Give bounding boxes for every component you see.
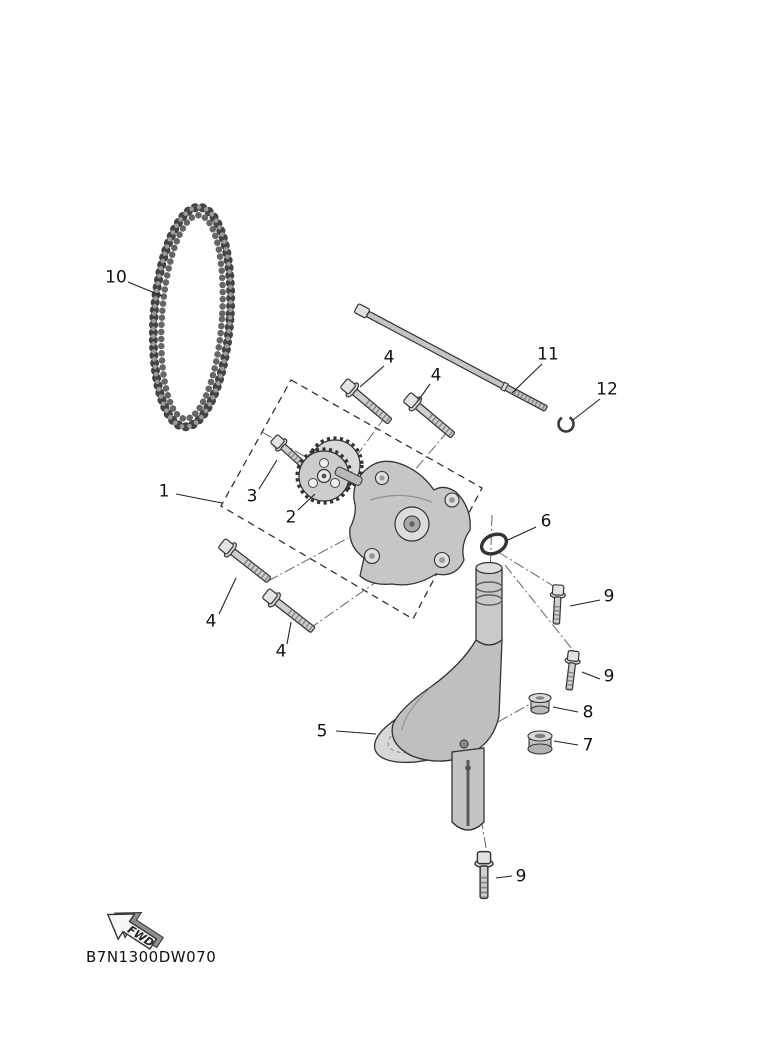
callout-11: 11 xyxy=(537,344,559,365)
flange-bolt-4b xyxy=(401,390,458,442)
o-ring xyxy=(479,532,509,556)
callout-10: 10 xyxy=(105,267,127,288)
callout-12: 12 xyxy=(596,379,618,400)
callout-6: 6 xyxy=(540,511,552,532)
callout-9-middle: 9 xyxy=(603,666,615,687)
callout-4-top-left: 4 xyxy=(383,347,395,368)
plug-8 xyxy=(528,692,552,715)
washer-clip xyxy=(557,415,575,433)
callout-9-bottom: 9 xyxy=(515,866,527,887)
pump-assembly-boundary xyxy=(220,379,483,620)
flange-bolt-4c xyxy=(216,536,274,586)
callout-1: 1 xyxy=(158,481,170,502)
flange-screw-9c xyxy=(475,852,493,899)
grommet-7 xyxy=(527,730,553,755)
callout-8: 8 xyxy=(582,702,594,723)
flange-screw-9a xyxy=(549,585,566,625)
oil-pump-body xyxy=(334,460,471,586)
leader-lines xyxy=(127,281,601,879)
flange-bolt-4a xyxy=(338,376,395,428)
drive-sprocket xyxy=(295,436,364,505)
drawing-number: B7N1300DW070 xyxy=(86,948,217,966)
oil-strainer xyxy=(373,561,503,831)
callout-4-top-right: 4 xyxy=(430,365,442,386)
callout-4-bottom-right: 4 xyxy=(275,641,287,662)
callout-9-upper: 9 xyxy=(603,586,615,607)
callout-3: 3 xyxy=(246,486,258,507)
callout-4-bottom-left: 4 xyxy=(205,611,217,632)
callout-7: 7 xyxy=(582,735,594,756)
callout-2: 2 xyxy=(285,507,297,528)
callout-5: 5 xyxy=(316,721,328,742)
flange-screw-9b xyxy=(562,650,582,691)
pump-shaft-bolt xyxy=(354,303,548,412)
cam-chain xyxy=(148,202,236,432)
